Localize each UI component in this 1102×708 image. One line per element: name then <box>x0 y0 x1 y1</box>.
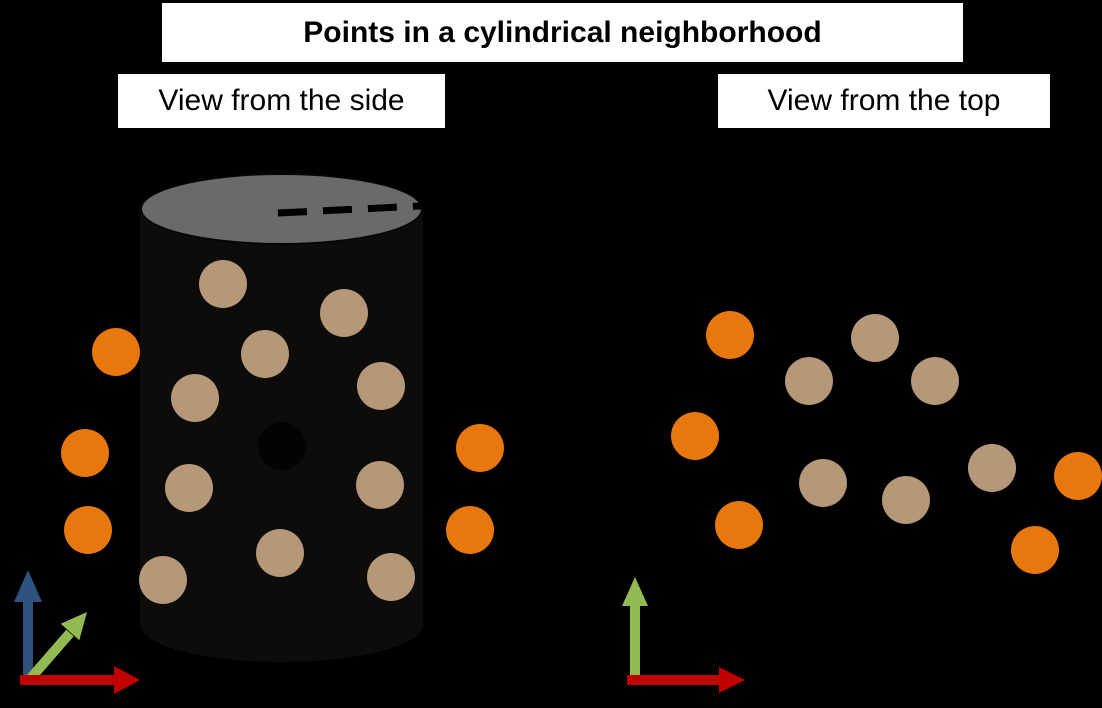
axis-up-blue-arrow-head <box>14 570 42 602</box>
side-view-inside-point <box>356 461 404 509</box>
side-view-inside-point <box>165 464 213 512</box>
side-view-axes-icon <box>14 570 140 694</box>
top-view-outside-point <box>706 311 754 359</box>
top-view-outside-point <box>1054 452 1102 500</box>
side-view-inside-point <box>357 362 405 410</box>
side-view-inside-point <box>171 374 219 422</box>
page-title: Points in a cylindrical neighborhood <box>162 3 963 62</box>
top-view-label: View from the top <box>718 74 1050 128</box>
side-view-query-point <box>258 422 306 470</box>
top-view-inside-point <box>851 314 899 362</box>
side-view-inside-point <box>199 260 247 308</box>
side-view-label: View from the side <box>118 74 445 128</box>
top-view-axes-icon <box>622 577 745 693</box>
side-view-inside-point <box>367 553 415 601</box>
side-view-outside-point <box>92 328 140 376</box>
top-view-inside-point <box>799 459 847 507</box>
axis-right-red-arrow-head <box>719 667 745 693</box>
top-view-inside-point <box>882 476 930 524</box>
top-view-inside-point <box>785 357 833 405</box>
side-view-outside-point <box>456 424 504 472</box>
side-view-inside-point <box>241 330 289 378</box>
side-view-inside-point <box>139 556 187 604</box>
side-view-inside-point <box>320 289 368 337</box>
top-view-outside-point <box>715 501 763 549</box>
axis-diagonal-green-arrow-shaft <box>26 629 74 683</box>
side-view-outside-point <box>446 506 494 554</box>
top-view-inside-point <box>968 444 1016 492</box>
top-view-outside-point <box>1011 526 1059 574</box>
side-view-outside-point <box>64 506 112 554</box>
side-view-outside-point <box>61 429 109 477</box>
axis-right-red-arrow-head <box>114 666 140 694</box>
top-view-inside-point <box>911 357 959 405</box>
side-view-inside-point <box>256 529 304 577</box>
top-view-outside-point <box>671 412 719 460</box>
cylinder-radius-dashed-line <box>277 202 422 217</box>
axis-up-green-arrow-head <box>622 577 648 606</box>
axis-diagonal-green-arrow-head <box>60 612 87 641</box>
